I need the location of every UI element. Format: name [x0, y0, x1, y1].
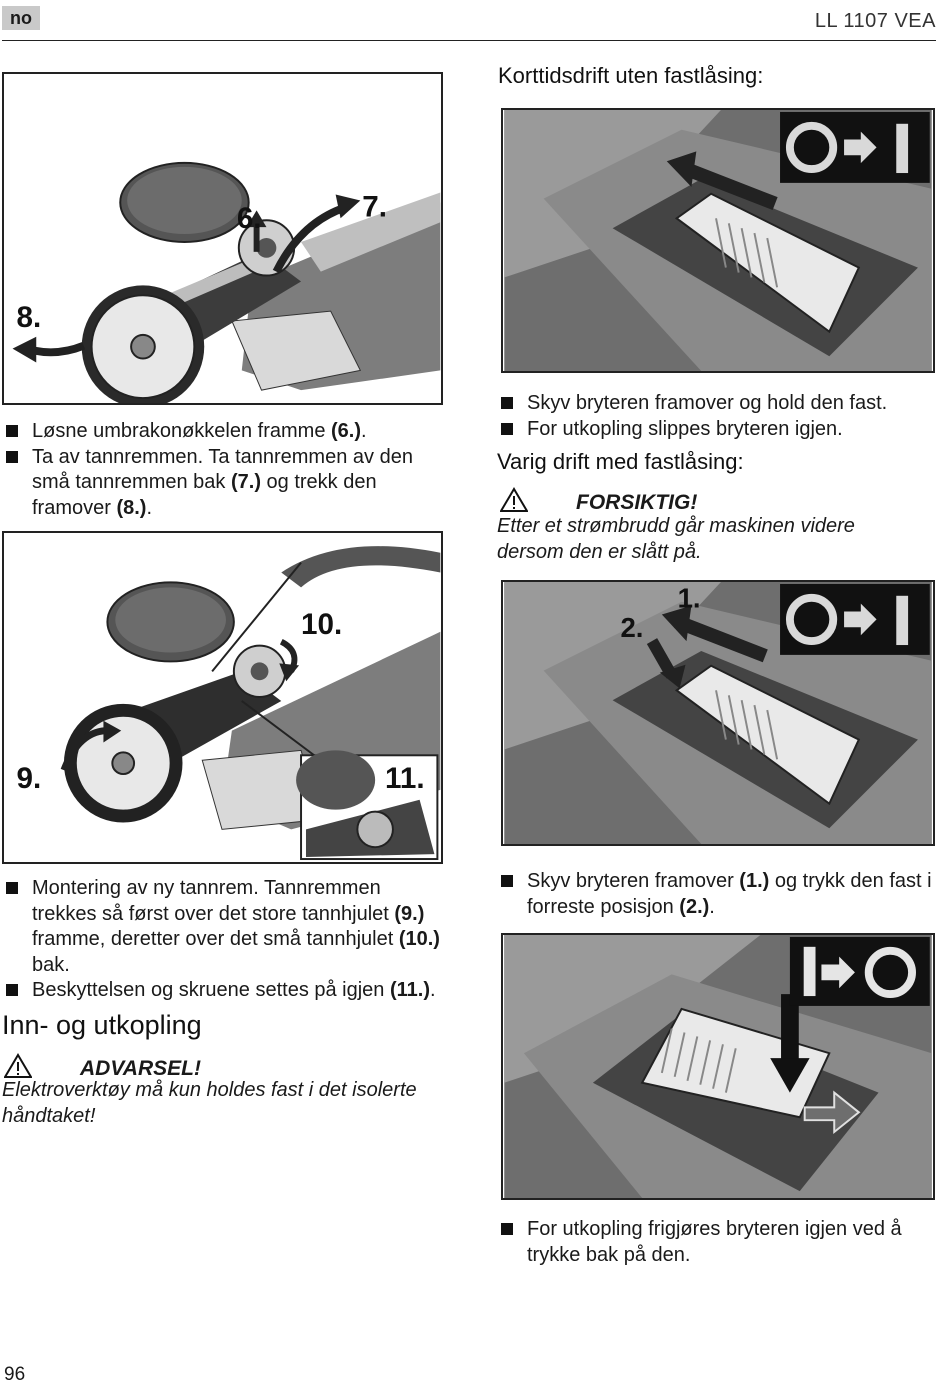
header-rule	[2, 40, 936, 41]
page-number: 96	[4, 1364, 26, 1385]
step-ref: (11.)	[390, 979, 431, 1001]
label-2: 2.	[620, 612, 643, 643]
step-text: .	[709, 895, 715, 918]
step-text: Skyv bryteren framover og hold den fast.	[527, 392, 888, 414]
label-10: 10.	[301, 608, 342, 641]
warning-label: ADVARSEL!	[80, 1057, 201, 1080]
step-ref: (1.)	[739, 870, 770, 892]
locking-steps-list: Skyv bryteren framover (1.) og trykk den…	[497, 869, 937, 920]
step-ref: (9.)	[394, 902, 425, 925]
step-item: Ta av tannremmen. Ta tannremmen av den s…	[2, 445, 442, 522]
step-item: Beskyttelsen og skruene settes på igjen …	[2, 978, 442, 1004]
step-item: Skyv bryteren framover og hold den fast.	[497, 391, 937, 417]
switch-momentary-illustration	[504, 110, 932, 371]
switch-locking-illustration: 1. 2.	[504, 582, 932, 844]
caution-text: Etter et strømbrudd går maskinen videre …	[497, 515, 855, 563]
label-11: 11.	[385, 762, 425, 795]
caution-triangle-icon	[500, 487, 528, 512]
release-steps-list: For utkopling frigjøres bryteren igjen v…	[497, 1217, 937, 1268]
step-text: og trykk den fast i forreste posisjon	[527, 870, 932, 918]
step-text: og trekk den framover	[32, 471, 377, 519]
belt-removal-illustration: 6. 7. 8.	[4, 74, 441, 403]
model-name: LL 1107 VEA	[814, 10, 936, 32]
step-text: Ta av tannremmen. Ta tannremmen av den s…	[32, 445, 413, 494]
momentary-steps-list: Skyv bryteren framover og hold den fast.…	[497, 391, 937, 442]
step-text: bak.	[32, 953, 70, 976]
step-text: .	[361, 420, 367, 442]
step-item: For utkopling slippes bryteren igjen.	[497, 417, 937, 443]
step-text: For utkopling frigjøres bryteren igjen v…	[527, 1218, 902, 1266]
switch-locking-figure: 1. 2.	[501, 580, 935, 846]
caution-row: FORSIKTIG!	[500, 487, 697, 515]
switch-release-illustration	[504, 935, 932, 1198]
step-item: Løsne umbrakonøkkelen framme (6.).	[2, 419, 442, 445]
step-ref: (7.)	[230, 471, 261, 493]
belt-install-illustration: 10. 9. 11.	[4, 533, 441, 862]
heading-momentary: Korttidsdrift uten fastlåsing:	[498, 63, 764, 88]
belt-install-figure: 10. 9. 11.	[2, 531, 443, 864]
label-7: 7.	[362, 190, 387, 223]
removal-steps-list: Løsne umbrakonøkkelen framme (6.). Ta av…	[2, 419, 442, 521]
step-text: .	[430, 979, 436, 1001]
warning-row: ADVARSEL!	[4, 1053, 201, 1081]
label-8: 8.	[17, 301, 42, 334]
warning-text: Elektroverktøy må kun holdes fast i det …	[2, 1079, 417, 1127]
warning-triangle-icon	[4, 1053, 32, 1078]
label-1: 1.	[678, 583, 701, 614]
step-ref: (6.)	[331, 420, 362, 442]
step-ref: (10.)	[398, 928, 440, 950]
section-title: Inn- og utkopling	[2, 1010, 202, 1040]
step-text: .	[146, 496, 153, 519]
switch-momentary-figure	[501, 108, 935, 373]
switch-release-figure	[501, 933, 935, 1200]
step-item: Montering av ny tannrem. Tannremmen trek…	[2, 876, 442, 978]
step-ref: (8.)	[116, 496, 147, 519]
step-text: Skyv bryteren framover	[527, 870, 740, 892]
step-text: Beskyttelsen og skruene settes på igjen	[32, 979, 390, 1001]
step-text: For utkopling slippes bryteren igjen.	[527, 417, 843, 440]
step-item: For utkopling frigjøres bryteren igjen v…	[497, 1217, 937, 1268]
step-ref: (2.)	[679, 895, 710, 918]
label-6: 6.	[237, 202, 262, 235]
caution-label: FORSIKTIG!	[576, 491, 698, 514]
belt-removal-figure: 6. 7. 8.	[2, 72, 443, 405]
install-steps-list: Montering av ny tannrem. Tannremmen trek…	[2, 876, 442, 1004]
step-text: Løsne umbrakonøkkelen framme	[32, 420, 332, 442]
label-9: 9.	[17, 762, 42, 795]
heading-continuous: Varig drift med fastlåsing:	[497, 449, 744, 474]
step-text: framme, deretter over det små tannhjulet	[32, 928, 399, 950]
step-item: Skyv bryteren framover (1.) og trykk den…	[497, 869, 937, 920]
step-text: Montering av ny tannrem. Tannremmen trek…	[32, 877, 395, 925]
language-badge: no	[2, 6, 40, 30]
